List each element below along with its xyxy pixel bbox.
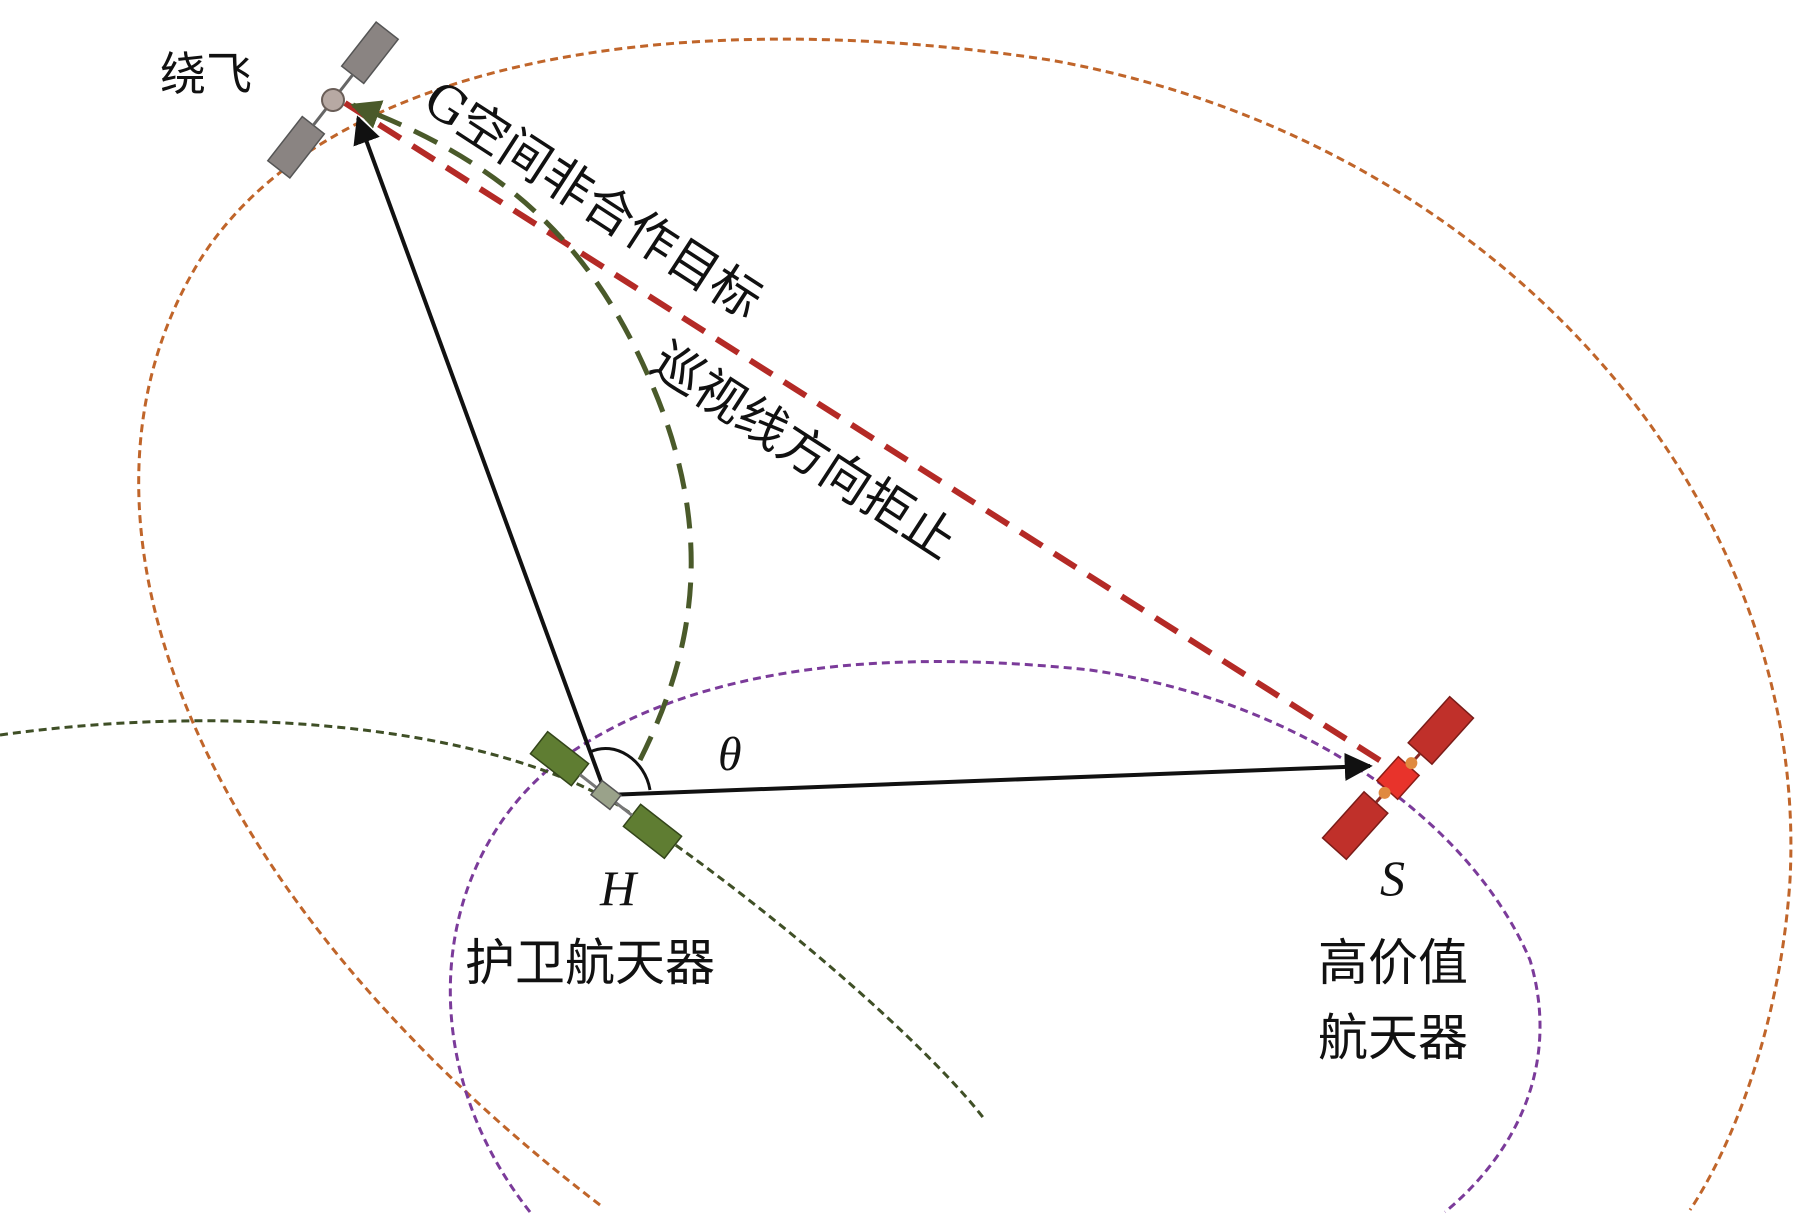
- vector-h-to-g: [353, 115, 608, 796]
- los-dashed-line: [343, 100, 1397, 773]
- escort-symbol: H: [599, 860, 639, 916]
- hv-name-line1: 高价值: [1318, 934, 1468, 992]
- vector-h-to-s: [605, 752, 1373, 797]
- hv-name-line2: 航天器: [1318, 1009, 1468, 1067]
- flyaround-label: 绕飞: [160, 47, 252, 101]
- outer-orbit: [137, 37, 1793, 1211]
- escort-name-label: 护卫航天器: [465, 934, 715, 992]
- target-satellite-icon: [266, 20, 400, 180]
- escort-satellite-icon: [529, 730, 683, 860]
- hv-satellite-icon: [1321, 695, 1475, 861]
- angle-arc: [589, 746, 652, 791]
- escort-orbit: [0, 719, 987, 1121]
- hv-symbol: S: [1380, 850, 1405, 906]
- target-label: G空间非合作目标: [413, 69, 772, 330]
- los-stop-label: 巡视线方向拒止: [641, 331, 966, 570]
- theta-label: θ: [718, 728, 742, 781]
- hv-orbit: [448, 660, 1542, 1214]
